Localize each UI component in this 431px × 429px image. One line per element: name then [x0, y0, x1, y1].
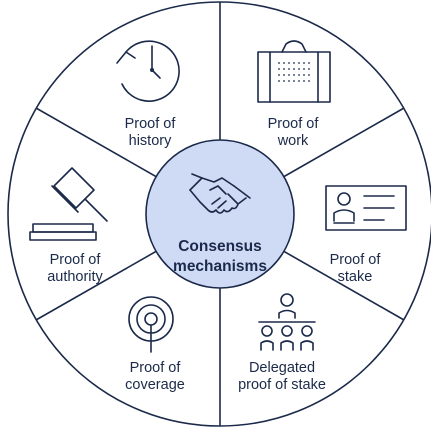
- center-label-line2: mechanisms: [173, 258, 267, 275]
- segment-label-line1: Proof of: [50, 252, 102, 268]
- segment-label-line1: Delegated: [249, 360, 315, 376]
- center-circle: [145, 139, 295, 289]
- segment-label-line2: proof of stake: [238, 377, 326, 393]
- clock-icon: [116, 40, 180, 102]
- segment-proof-of-stake: Proof of stake: [325, 185, 407, 285]
- segment-dividers: [35, 2, 405, 426]
- center-label-line1: Consensus: [178, 238, 262, 255]
- segment-proof-of-history: Proof of history: [116, 40, 180, 149]
- segment-delegated-proof-of-stake: Delegated proof of stake: [238, 293, 326, 393]
- segment-proof-of-authority: Proof of authority: [29, 167, 108, 285]
- handshake-icon: [189, 173, 251, 214]
- people-hierarchy-icon: [258, 293, 316, 351]
- segment-proof-of-coverage: Proof of coverage: [125, 296, 185, 393]
- segment-proof-of-work: Proof of work: [257, 40, 331, 149]
- segment-label-line1: Proof of: [268, 116, 320, 132]
- segment-label-line1: Proof of: [130, 360, 182, 376]
- segment-label-line2: coverage: [125, 377, 185, 393]
- id-card-icon: [325, 185, 407, 231]
- segment-label-line2: authority: [47, 269, 103, 285]
- briefcase-icon: [257, 40, 331, 103]
- segment-label-line1: Proof of: [125, 116, 177, 132]
- segment-label-line2: stake: [338, 269, 373, 285]
- signal-target-icon: [128, 296, 174, 353]
- gavel-icon: [29, 167, 108, 241]
- segment-label-line2: history: [129, 133, 172, 149]
- segment-label-line1: Proof of: [330, 252, 382, 268]
- segment-label-line2: work: [277, 133, 309, 149]
